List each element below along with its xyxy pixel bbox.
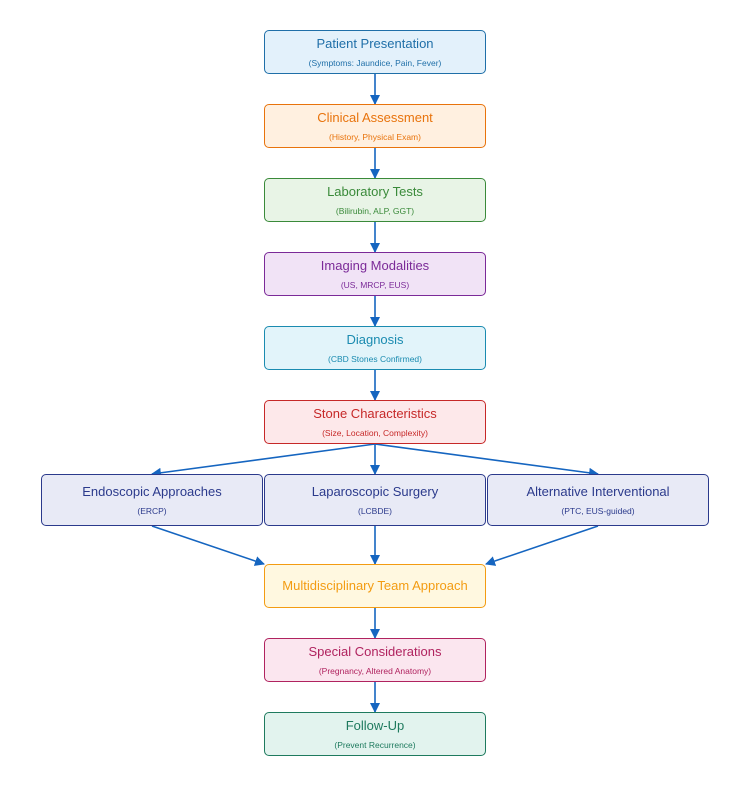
node-title: Follow-Up [345,717,405,733]
node-endoscopic: Endoscopic Approaches (ERCP) [41,474,263,526]
node-title: Laparoscopic Surgery [311,483,439,499]
node-title: Diagnosis [346,331,404,347]
node-lab: Laboratory Tests (Bilirubin, ALP, GGT) [264,178,486,222]
node-stone: Stone Characteristics (Size, Location, Co… [264,400,486,444]
node-diagnosis: Diagnosis (CBD Stones Confirmed) [264,326,486,370]
node-subtitle: (Prevent Recurrence) [334,739,416,750]
node-title: Special Considerations [308,643,442,659]
node-subtitle: (History, Physical Exam) [329,131,421,142]
node-title: Endoscopic Approaches [82,483,222,499]
node-special: Special Considerations (Pregnancy, Altere… [264,638,486,682]
node-subtitle: (PTC, EUS-guided) [561,505,635,516]
node-subtitle: (LCBDE) [357,505,392,516]
arrow-stone-to-endoscopic [151,443,376,478]
node-title: Alternative Interventional [526,483,670,499]
node-title: Imaging Modalities [320,257,430,273]
node-title: Stone Characteristics [313,405,437,421]
node-patient: Patient Presentation (Symptoms: Jaundice,… [264,30,486,74]
arrow-stone-to-alternative [374,443,599,478]
node-subtitle: (Bilirubin, ALP, GGT) [335,205,415,216]
arrow-endoscopic-to-mdt [151,525,265,566]
node-followup: Follow-Up (Prevent Recurrence) [264,712,486,756]
node-subtitle: (Symptoms: Jaundice, Pain, Fever) [308,57,442,68]
arrow-alternative-to-mdt [485,525,599,566]
node-title: Clinical Assessment [317,109,433,125]
node-subtitle: (Pregnancy, Altered Anatomy) [318,665,432,676]
node-mdt: Multidisciplinary Team Approach [264,564,486,608]
node-subtitle: (ERCP) [137,505,167,516]
node-clinical: Clinical Assessment (History, Physical Ex… [264,104,486,148]
node-subtitle: (Size, Location, Complexity) [322,427,428,438]
node-laparoscopic: Laparoscopic Surgery (LCBDE) [264,474,486,526]
node-title: Laboratory Tests [327,183,423,199]
node-subtitle: (US, MRCP, EUS) [340,279,410,290]
node-subtitle: (CBD Stones Confirmed) [327,353,422,364]
node-title: Multidisciplinary Team Approach [282,578,468,593]
node-imaging: Imaging Modalities (US, MRCP, EUS) [264,252,486,296]
node-title: Patient Presentation [316,35,434,51]
node-alternative: Alternative Interventional (PTC, EUS-guid… [487,474,709,526]
